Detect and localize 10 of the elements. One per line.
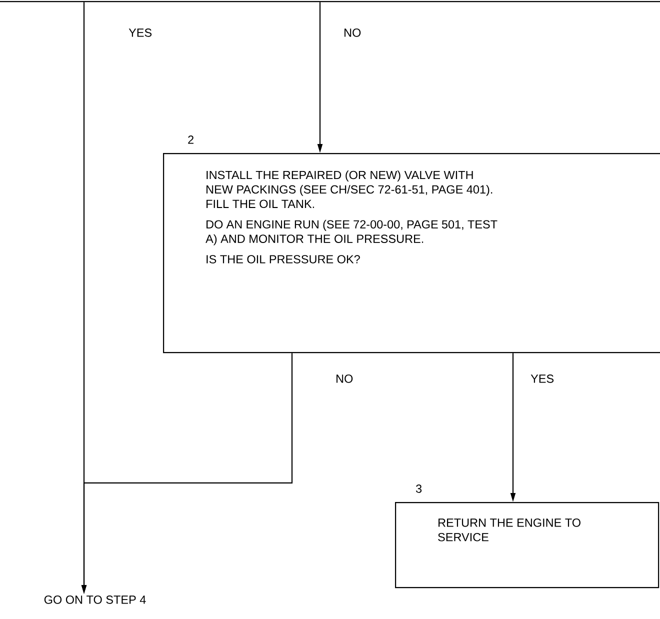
edge-label: NO (336, 374, 353, 383)
step-number: 2 (188, 136, 194, 144)
step-text: GO ON TO STEP 4 (44, 596, 146, 604)
step-number: 3 (416, 484, 422, 493)
process-box: INSTALL THE REPAIRED (OR NEW) VALVE WITH NEW PACKINGS (SEE CH/SEC 72-61-51, PAGE 401). FILL THE OIL TANK. DO AN ENGINE RUN (SEE 72-00-00, PAGE 501, TEST A) AND MONITOR THE OIL PRESSURE. IS THE OIL PRESSURE OK? (163, 153, 660, 354)
process-box (0, 0, 660, 2)
process-box: RETURN THE ENGINE TO SERVICE (395, 502, 660, 588)
edge-label: NO (344, 28, 361, 37)
edge-label: YES (128, 28, 152, 37)
edge-label: YES (530, 374, 554, 383)
